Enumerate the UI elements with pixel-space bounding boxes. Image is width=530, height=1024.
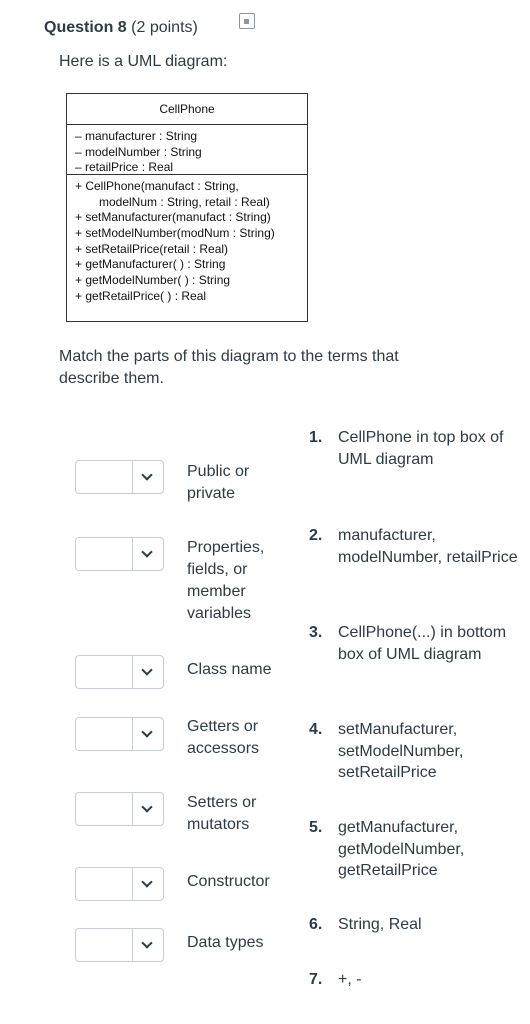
option-text: CellPhone(...) in bottom box of UML diag… [338,624,507,663]
chevron-down-icon [141,801,153,813]
match-select-5[interactable] [75,792,164,826]
uml-method: + setRetailPrice(retail : Real) [75,241,229,256]
option-text: String, Real [338,916,422,933]
term-label: Setters or mutators [187,794,257,833]
term-label: Properties, fields, or member variables [187,539,265,622]
term-label: Data types [187,934,264,951]
term-label: Class name [187,661,272,678]
uml-methods: + CellPhone(manufact : String, modelNum … [67,175,307,305]
uml-method: + CellPhone(manufact : String, [75,179,239,193]
uml-fields: – manufacturer : String – modelNumber : … [67,125,307,175]
term-label: Getters or accessors [187,718,260,757]
option-number: 6. [309,916,323,933]
select-divider [132,461,133,493]
match-select-2[interactable] [75,537,164,571]
uml-method: + setModelNumber(modNum : String) [75,226,275,241]
chevron-down-icon [141,664,153,676]
uml-field: – retailPrice : Real [75,160,174,175]
option-number: 1. [309,429,323,446]
bookmark-icon[interactable] [239,13,255,29]
option-text: manufacturer, modelNumber, retailPrice [338,527,518,566]
option-number: 4. [309,721,323,738]
match-select-7[interactable] [75,928,164,962]
instructions: Match the parts of this diagram to the t… [59,348,399,387]
uml-field: – manufacturer : String [75,129,198,143]
question-label: Question 8 [44,19,127,36]
select-divider [132,793,133,825]
uml-field: – modelNumber : String [75,144,202,159]
option-number: 7. [309,971,323,988]
chevron-down-icon [141,726,153,738]
option-text: +, - [338,971,362,988]
uml-method: modelNum : String, retail : Real) [99,194,270,209]
chevron-down-icon [141,937,153,949]
option-number: 3. [309,624,323,641]
uml-method: + setManufacturer(manufact : String) [75,210,271,225]
uml-method: + getRetailPrice( ) : Real [75,288,207,303]
term-label: Constructor [187,873,270,890]
match-select-4[interactable] [75,717,164,751]
chevron-down-icon [141,876,153,888]
uml-class-name: CellPhone [67,94,307,125]
chevron-down-icon [141,546,153,558]
match-select-1[interactable] [75,460,164,494]
term-label: Public or private [187,463,250,502]
uml-method: + getModelNumber( ) : String [75,273,231,288]
select-divider [132,538,133,570]
option-number: 2. [309,527,323,544]
select-divider [132,929,133,961]
chevron-down-icon [141,469,153,481]
uml-method: + getManufacturer( ) : String [75,257,226,272]
select-divider [132,656,133,688]
question-title: Question 8 (2 points) [44,19,198,37]
option-text: getManufacturer, getModelNumber, getReta… [338,819,465,879]
uml-diagram: CellPhone – manufacturer : String – mode… [66,93,308,322]
select-divider [132,868,133,900]
match-select-6[interactable] [75,867,164,901]
intro-text: Here is a UML diagram: [59,53,228,70]
option-text: CellPhone in top box of UML diagram [338,429,504,468]
option-text: setManufacturer, setModelNumber, setReta… [338,721,464,781]
question-points: (2 points) [131,19,198,36]
select-divider [132,718,133,750]
match-select-3[interactable] [75,655,164,689]
option-number: 5. [309,819,323,836]
